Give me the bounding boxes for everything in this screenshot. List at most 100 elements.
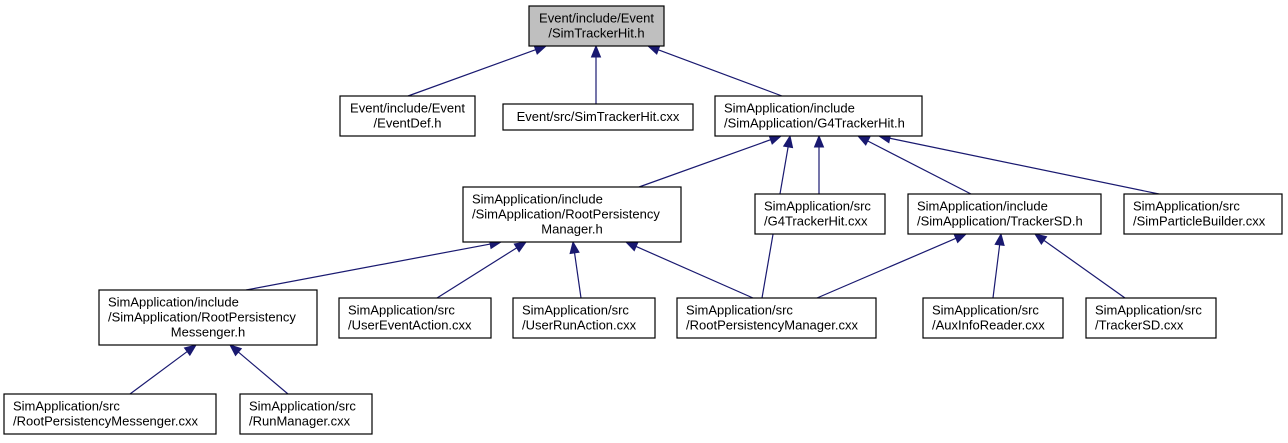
node-label-line: SimApplication/src bbox=[686, 303, 793, 318]
edge-line bbox=[238, 351, 289, 395]
node-box bbox=[528, 5, 665, 47]
node-label-line: SimApplication/include bbox=[108, 295, 239, 310]
node-label-line: /SimParticleBuilder.cxx bbox=[1133, 214, 1266, 229]
arrowhead-icon bbox=[533, 44, 548, 55]
node-g4trackerhit-cxx[interactable]: SimApplication/src/G4TrackerHit.cxx bbox=[754, 193, 886, 235]
node-label-line: SimApplication/src bbox=[522, 303, 629, 318]
arrowhead-icon bbox=[569, 240, 580, 255]
arrowhead-icon bbox=[1033, 233, 1048, 245]
arrowhead-icon bbox=[590, 44, 602, 58]
edge-trackersd_cxx-to-trackersd_h bbox=[1033, 233, 1126, 299]
node-label-line: /SimApplication/TrackerSD.h bbox=[917, 214, 1083, 229]
node-label-line: SimApplication/include bbox=[724, 101, 855, 116]
node-label-line: /UserEventAction.cxx bbox=[348, 318, 472, 333]
node-label-line: Event/include/Event bbox=[539, 11, 654, 26]
node-label-line: /RunManager.cxx bbox=[249, 414, 351, 429]
edge-line bbox=[436, 247, 518, 299]
node-label-line: /RootPersistencyManager.cxx bbox=[686, 318, 858, 333]
node-label-line: /SimTrackerHit.h bbox=[548, 26, 644, 41]
node-box bbox=[922, 297, 1064, 339]
node-box bbox=[339, 95, 476, 137]
node-label-line: /SimApplication/RootPersistency bbox=[472, 207, 660, 222]
node-label-line: /EventDef.h bbox=[374, 116, 442, 131]
arrowhead-icon bbox=[813, 134, 825, 148]
edge-trackersd_h-to-g4trackerhit_h bbox=[856, 135, 972, 195]
node-label-line: /RootPersistencyMessenger.cxx bbox=[13, 414, 198, 429]
arrowhead-icon bbox=[183, 344, 198, 357]
node-label-line: /SimApplication/G4TrackerHit.h bbox=[724, 116, 905, 131]
edge-rpm_cxx-to-rpm_h bbox=[624, 241, 754, 299]
nodes: Event/include/Event/SimTrackerHit.hEvent… bbox=[3, 5, 1283, 435]
edge-runmanager-to-rpmess_h bbox=[228, 344, 289, 395]
edge-simparticlebuilder-to-g4trackerhit_h bbox=[877, 133, 1160, 195]
node-label-line: SimApplication/include bbox=[472, 192, 603, 207]
node-box bbox=[1123, 193, 1283, 235]
node-box bbox=[512, 297, 656, 339]
node-box bbox=[462, 186, 682, 243]
edge-rpmess_cxx-to-rpmess_h bbox=[129, 344, 198, 395]
node-box bbox=[714, 95, 923, 137]
node-rpmess-cxx[interactable]: SimApplication/src/RootPersistencyMessen… bbox=[3, 393, 217, 435]
node-label-line: SimApplication/src bbox=[1133, 199, 1240, 214]
node-label-line: SimApplication/include bbox=[917, 199, 1048, 214]
node-box bbox=[907, 193, 1102, 235]
arrowhead-icon bbox=[856, 135, 871, 146]
node-root[interactable]: Event/include/Event/SimTrackerHit.h bbox=[528, 5, 665, 47]
node-box bbox=[98, 289, 318, 346]
edge-line bbox=[889, 137, 1160, 195]
node-label-line: Event/include/Event bbox=[350, 101, 465, 116]
node-trackersd-cxx[interactable]: SimApplication/src/TrackerSD.cxx bbox=[1085, 297, 1217, 339]
node-label-line: SimApplication/src bbox=[932, 303, 1039, 318]
edge-line bbox=[638, 139, 771, 188]
edge-auxinforeader-to-trackersd_h bbox=[992, 232, 1005, 299]
node-runmanager[interactable]: SimApplication/src/RunManager.cxx bbox=[239, 393, 373, 435]
node-label-line: SimApplication/src bbox=[348, 303, 455, 318]
node-box bbox=[676, 297, 877, 339]
node-label-line: SimApplication/src bbox=[13, 399, 120, 414]
node-auxinforeader[interactable]: SimApplication/src/AuxInfoReader.cxx bbox=[922, 297, 1064, 339]
node-eventdef[interactable]: Event/include/Event/EventDef.h bbox=[339, 95, 476, 137]
node-box bbox=[754, 193, 886, 235]
arrowhead-icon bbox=[994, 232, 1005, 247]
node-trackersd-h[interactable]: SimApplication/include/SimApplication/Tr… bbox=[907, 193, 1102, 235]
edge-line bbox=[245, 243, 491, 291]
arrowhead-icon bbox=[513, 241, 528, 253]
node-g4trackerhit-h[interactable]: SimApplication/include/SimApplication/G4… bbox=[714, 95, 923, 137]
node-simtrackerhit-cxx[interactable]: Event/src/SimTrackerHit.cxx bbox=[502, 103, 694, 131]
node-box bbox=[338, 297, 492, 339]
edge-g4trackerhit_h-to-root bbox=[646, 45, 783, 97]
node-box bbox=[1085, 297, 1217, 339]
edge-rpm_h-to-g4trackerhit_h bbox=[638, 134, 783, 188]
edge-line bbox=[1043, 239, 1126, 299]
node-box bbox=[3, 393, 217, 435]
arrowhead-icon bbox=[768, 134, 783, 145]
node-label-line: Messenger.h bbox=[171, 325, 245, 340]
arrowhead-icon bbox=[228, 344, 243, 357]
edge-g4trackerhit_cxx-to-g4trackerhit_h bbox=[813, 134, 825, 194]
node-usereventaction[interactable]: SimApplication/src/UserEventAction.cxx bbox=[338, 297, 492, 339]
node-label-line: SimApplication/src bbox=[249, 399, 356, 414]
arrowhead-icon bbox=[646, 45, 661, 55]
node-box bbox=[239, 393, 373, 435]
edge-line bbox=[129, 351, 188, 395]
node-simparticlebuilder[interactable]: SimApplication/src/SimParticleBuilder.cx… bbox=[1123, 193, 1283, 235]
arrowhead-icon bbox=[953, 233, 968, 244]
node-label-line: SimApplication/src bbox=[1095, 303, 1202, 318]
node-label-line: /SimApplication/RootPersistency bbox=[108, 310, 296, 325]
edge-eventdef-to-root bbox=[407, 44, 548, 97]
node-userrunaction[interactable]: SimApplication/src/UserRunAction.cxx bbox=[512, 297, 656, 339]
arrowhead-icon bbox=[782, 134, 794, 149]
edge-simtrackerhit_cxx-to-root bbox=[590, 44, 602, 104]
node-rpm-cxx[interactable]: SimApplication/src/RootPersistencyManage… bbox=[676, 297, 877, 339]
node-box bbox=[502, 103, 694, 131]
arrowhead-icon bbox=[624, 241, 639, 252]
node-label-line: Manager.h bbox=[541, 222, 602, 237]
node-label-line: /AuxInfoReader.cxx bbox=[932, 318, 1045, 333]
edge-rpm_cxx-to-trackersd_h bbox=[816, 233, 968, 299]
node-rpm-h[interactable]: SimApplication/include/SimApplication/Ro… bbox=[462, 186, 682, 243]
edge-userrunaction-to-rpm_h bbox=[569, 240, 582, 299]
edge-line bbox=[407, 49, 536, 97]
node-rpmess-h[interactable]: SimApplication/include/SimApplication/Ro… bbox=[98, 289, 318, 346]
node-label-line: /TrackerSD.cxx bbox=[1095, 318, 1184, 333]
